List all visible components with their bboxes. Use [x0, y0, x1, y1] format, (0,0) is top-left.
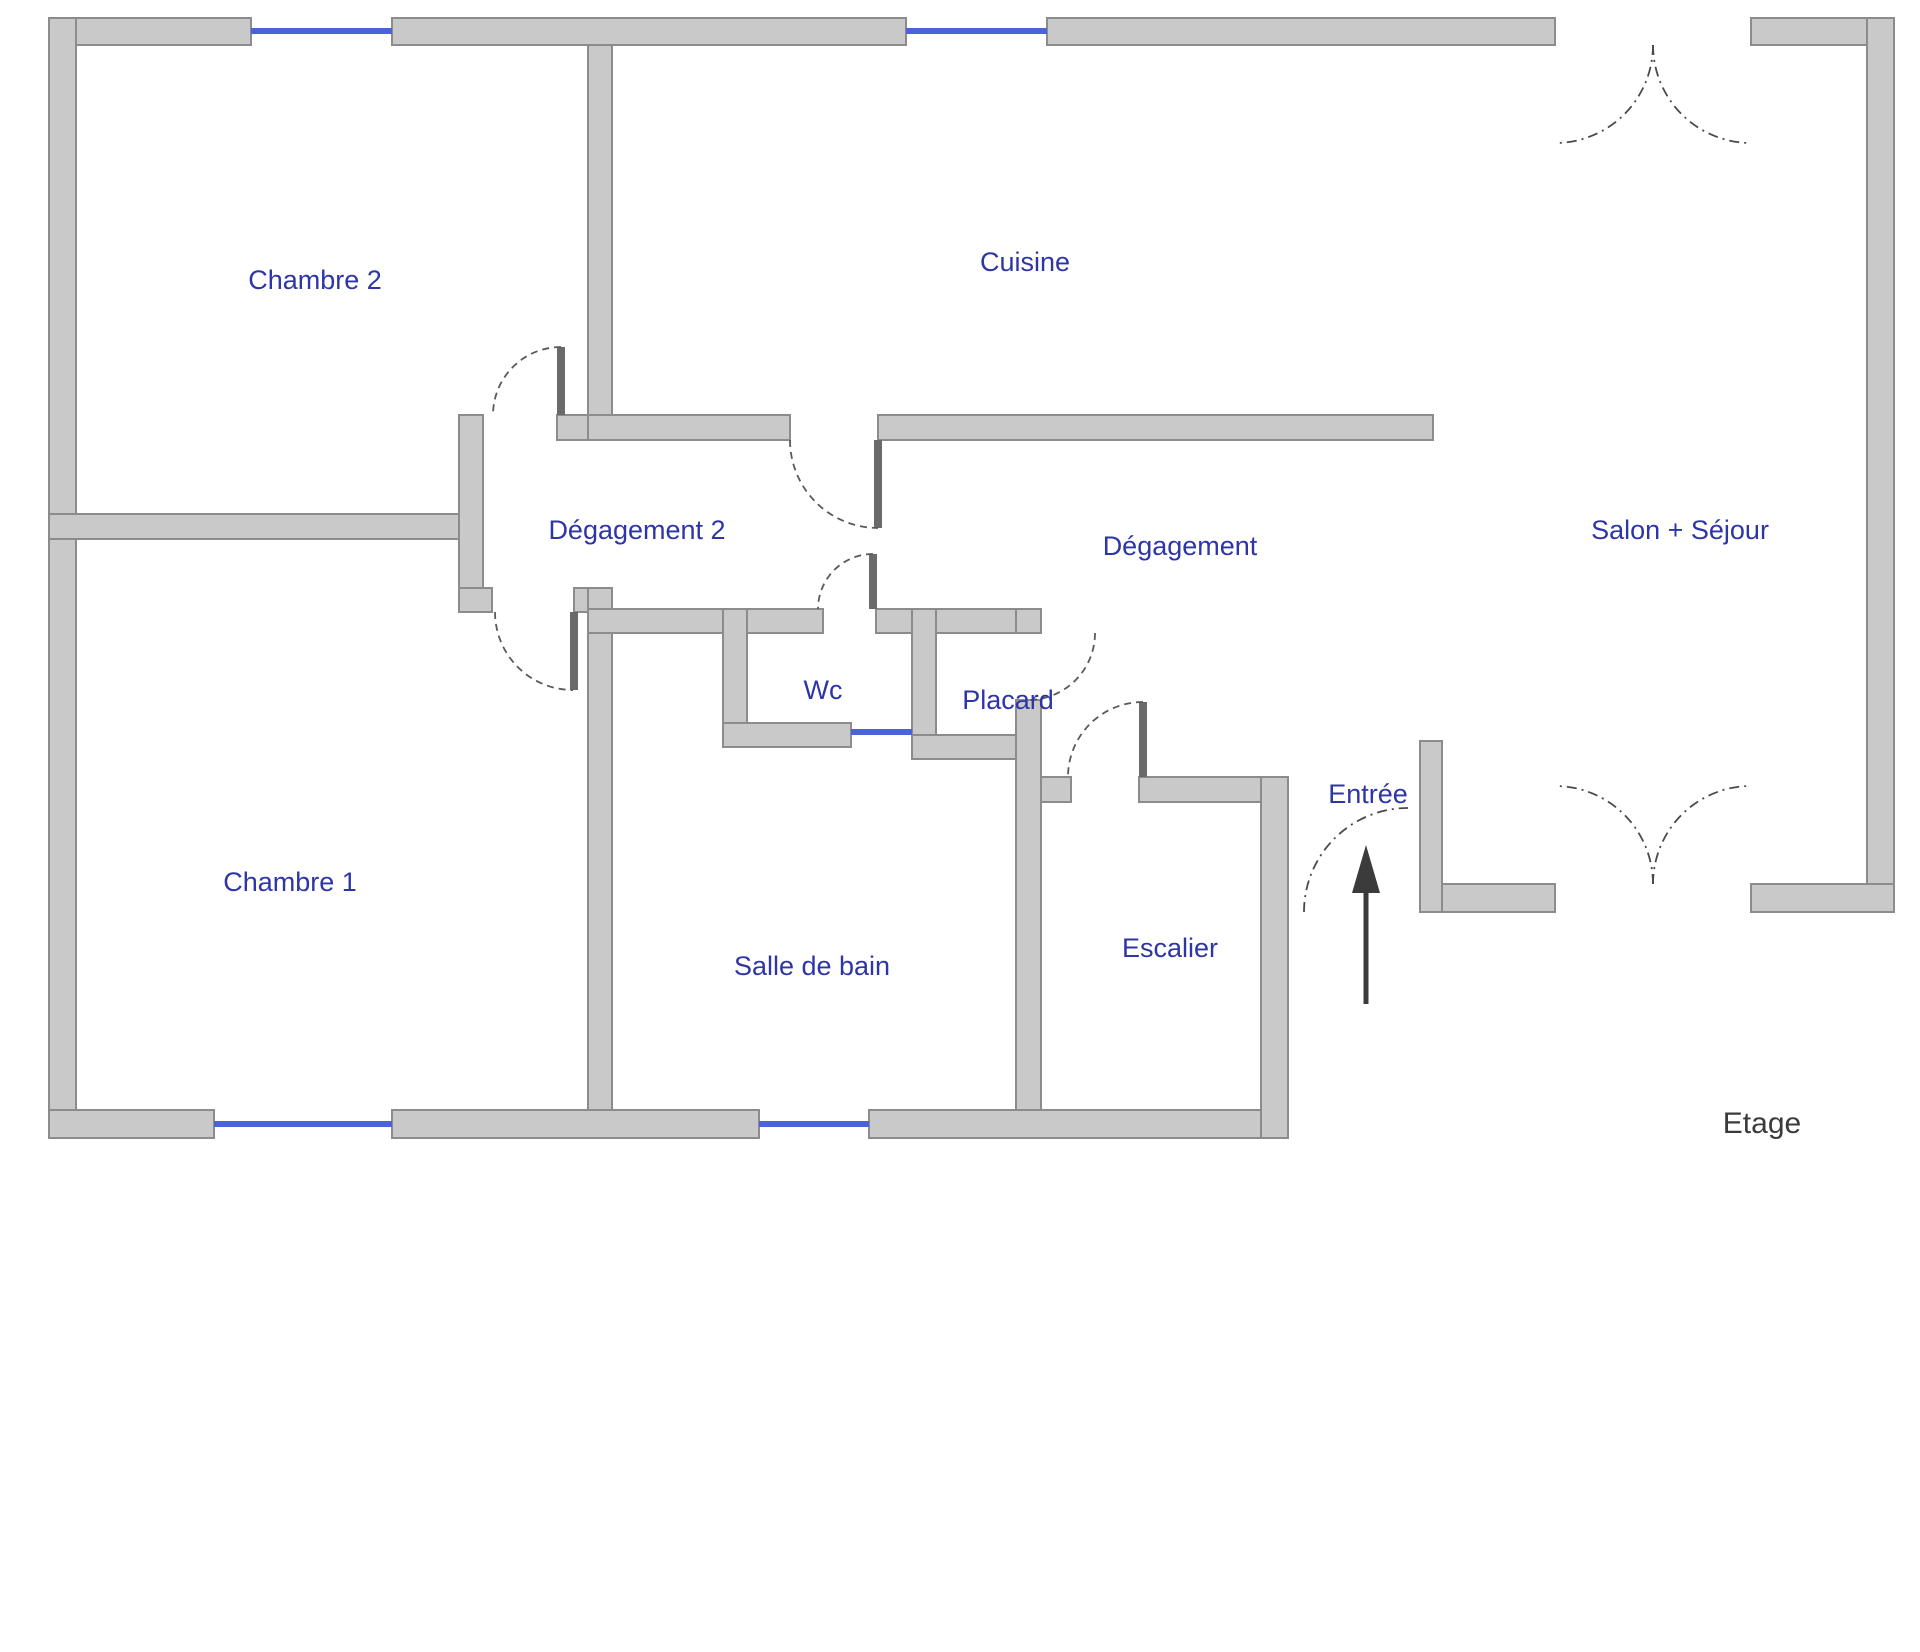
- wall-bottom-3: [868, 1109, 1289, 1139]
- wall-wc-bottom: [722, 722, 852, 748]
- wall-chambre-divider: [48, 513, 460, 540]
- exterior-door-arcs: [1303, 44, 1752, 913]
- room-label-entree: Entrée: [1328, 779, 1408, 809]
- door-leaf-escalier: [1139, 702, 1147, 777]
- door-leaf-cuisine: [874, 440, 882, 528]
- window-cuisine: [906, 28, 1047, 34]
- entrance-arrow: [1352, 845, 1380, 1004]
- room-label-degagement: Dégagement: [1103, 531, 1258, 561]
- wall-escalier-right: [1260, 776, 1289, 1139]
- room-label-wc: Wc: [804, 675, 843, 705]
- wall-chambre2-door-stub: [556, 414, 589, 441]
- door-arc-entree: [1303, 807, 1409, 913]
- window-salle-de-bain: [759, 1121, 869, 1127]
- room-label-salon-sejour: Salon + Séjour: [1591, 515, 1769, 545]
- wall-salon-bottom-2: [1750, 883, 1895, 913]
- wall-cuisine-bottom-1: [587, 414, 791, 441]
- door-leaf-chambre1: [570, 612, 578, 690]
- wall-bottom-1: [48, 1109, 215, 1139]
- door-arc-placard: [1027, 632, 1096, 701]
- wall-degagement2-left: [458, 414, 484, 613]
- door-arc-cuisine: [789, 439, 879, 529]
- room-label-escalier: Escalier: [1122, 933, 1218, 963]
- window-wc: [851, 729, 912, 735]
- door-arc-chambre2: [492, 346, 562, 416]
- wall-chambre1-door-2: [573, 587, 589, 613]
- interior-door-arcs: [492, 346, 1144, 778]
- wall-chambre2-cuisine: [587, 44, 613, 429]
- wall-chambre1-door-1: [458, 587, 493, 613]
- wall-salon-bottom-1: [1441, 883, 1556, 913]
- wall-cuisine-bottom-2: [877, 414, 1434, 441]
- wall-left: [48, 17, 77, 1139]
- door-arc-escalier: [1067, 701, 1144, 778]
- room-label-placard: Placard: [962, 685, 1054, 715]
- room-label-chambre-1: Chambre 1: [223, 867, 357, 897]
- window-chambre2: [251, 28, 392, 34]
- wall-escalier-top-1: [1040, 776, 1072, 803]
- wall-top-1: [48, 17, 252, 46]
- wall-wc-top-2: [875, 608, 913, 634]
- room-label-degagement-2: Dégagement 2: [548, 515, 725, 545]
- wall-escalier-left-1: [1015, 608, 1042, 634]
- floor-label: Etage: [1723, 1107, 1801, 1140]
- wall-entrance-stub: [1419, 740, 1443, 913]
- wall-escalier-left-2: [1015, 699, 1042, 1111]
- door-arc-wc: [817, 553, 874, 610]
- wall-sdb-top-west: [587, 608, 724, 634]
- room-label-cuisine: Cuisine: [980, 247, 1070, 277]
- room-labels: Chambre 2 Cuisine Dégagement 2 Dégagemen…: [223, 247, 1801, 1140]
- door-leaves: [557, 347, 1147, 777]
- door-arc-salon-bottom-left: [1554, 785, 1654, 885]
- wall-chambre1-right: [587, 587, 613, 1111]
- door-leaf-wc: [869, 554, 877, 609]
- windows: [214, 28, 1047, 1127]
- door-leaf-chambre2: [557, 347, 565, 415]
- door-arc-salon-bottom-right: [1652, 785, 1752, 885]
- door-arc-chambre1: [494, 611, 574, 691]
- wall-bottom-2: [391, 1109, 760, 1139]
- wall-top-3: [1046, 17, 1556, 46]
- entrance-arrow-head: [1352, 845, 1380, 893]
- walls: [48, 17, 1895, 1139]
- wall-right: [1866, 17, 1895, 913]
- door-arc-salon-top-left: [1554, 44, 1654, 144]
- window-chambre1: [214, 1121, 392, 1127]
- room-label-salle-de-bain: Salle de bain: [734, 951, 890, 981]
- door-arc-salon-top-right: [1652, 44, 1752, 144]
- wall-top-2: [391, 17, 907, 46]
- room-label-chambre-2: Chambre 2: [248, 265, 382, 295]
